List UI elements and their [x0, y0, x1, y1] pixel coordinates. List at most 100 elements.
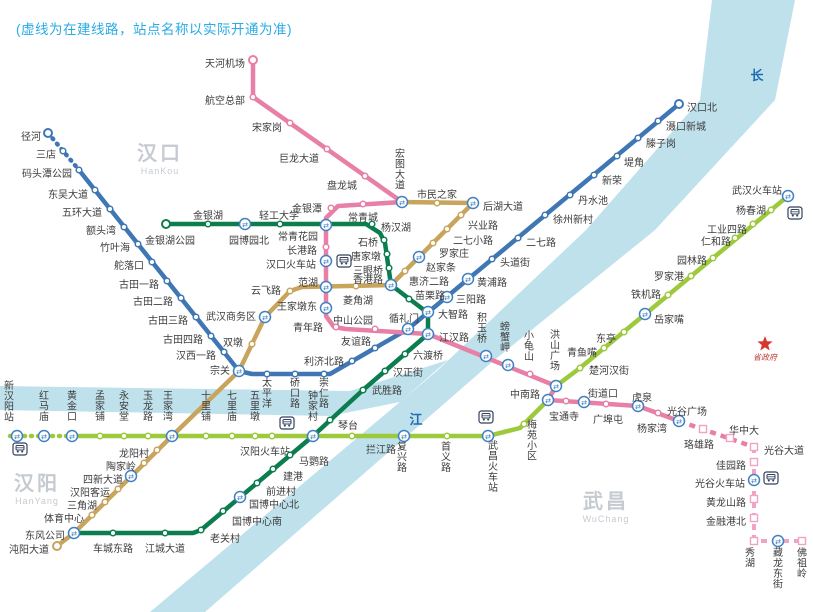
station-三眼桥[interactable]: 三眼桥 [353, 264, 393, 277]
station-杨家湾[interactable]: 杨家湾 [637, 409, 667, 435]
station-中南路[interactable]: ⇄中南路 [510, 388, 555, 407]
station-利济北路[interactable]: 利济北路 [304, 355, 356, 368]
station-新汉阳站[interactable]: ⇄新汉阳站 [4, 379, 24, 443]
station-汉西一路[interactable]: 汉西一路 [176, 348, 228, 362]
station-市民之家[interactable]: 市民之家 [417, 188, 457, 207]
station-唐家墩[interactable]: 唐家墩 [351, 250, 391, 263]
station-宋家岗[interactable]: 宋家岗 [252, 119, 294, 134]
station-仁和路[interactable]: 仁和路 [701, 234, 739, 248]
station-石桥[interactable]: 石桥 [358, 236, 388, 249]
station-钟家村[interactable]: ⇄钟家村 [306, 389, 320, 443]
station-首义路[interactable]: 首义路 [441, 432, 451, 474]
station-三角湖[interactable]: 三角湖 [67, 498, 109, 512]
station-额头湾[interactable]: 额头湾 [86, 223, 128, 237]
station-青鱼嘴[interactable]: 青鱼嘴 [567, 344, 608, 359]
station-藏龙东街[interactable]: ⇄藏龙东街 [771, 534, 785, 591]
station-老关村[interactable]: 老关村 [197, 526, 240, 545]
station-龙阳村[interactable]: 龙阳村 [119, 446, 161, 460]
station-汉阳火车站[interactable]: 汉阳火车站 [240, 432, 290, 458]
station-常青花园[interactable]: ⇄常青花园 [278, 218, 333, 244]
station-硚口路[interactable]: 硚口路 [290, 370, 300, 410]
station-古田一路[interactable]: 古田一路 [119, 277, 171, 291]
station-复兴路[interactable]: ⇄复兴路 [397, 429, 411, 475]
station-王家墩东[interactable]: ⇄王家墩东 [277, 300, 333, 315]
station-苗栗路[interactable]: 苗栗路 [405, 289, 445, 303]
station-东亭[interactable]: 东亭 [596, 328, 628, 345]
station-丹水池[interactable]: 丹水池 [566, 191, 608, 207]
station-赵家条[interactable]: ⇄赵家条 [412, 250, 457, 275]
station-光谷大道[interactable]: 光谷大道 [749, 442, 805, 458]
station-杨春湖[interactable]: 杨春湖 [736, 204, 775, 217]
station-小龟山[interactable]: 小龟山 [524, 330, 534, 378]
station-园林路[interactable]: 园林路 [677, 254, 717, 267]
station-金银湖[interactable]: 金银湖 [193, 209, 223, 228]
station-广埠屯[interactable]: 广埠屯 [593, 400, 623, 426]
station-金融港北[interactable]: 金融港北 [706, 513, 759, 529]
station-洪山广场[interactable]: ⇄洪山广场 [549, 329, 563, 393]
station-铁机路[interactable]: 铁机路 [631, 288, 672, 301]
station-秀湖[interactable]: 秀湖 [745, 536, 759, 570]
station-范湖[interactable]: ⇄范湖 [298, 276, 333, 294]
station-黄龙山路[interactable]: 黄龙山路 [706, 494, 759, 510]
station-虎泉[interactable]: ⇄虎泉 [631, 391, 652, 413]
station-武昌火车站[interactable]: ⇄武昌火车站 [481, 429, 499, 495]
station-五环大道[interactable]: 五环大道 [62, 205, 114, 219]
station-岳家嘴[interactable]: ⇄岳家嘴 [638, 307, 685, 327]
station-汉阳客运[interactable]: 汉阳客运 [70, 485, 122, 499]
station-常青城[interactable]: 常青城 [348, 200, 378, 224]
station-三阳路[interactable]: ⇄三阳路 [440, 290, 487, 307]
station-江城大道[interactable]: 江城大道 [145, 529, 185, 555]
station-罗家港[interactable]: 罗家港 [654, 270, 695, 283]
station-循礼门[interactable]: ⇄循礼门 [389, 312, 419, 336]
station-古田二路[interactable]: 古田二路 [133, 294, 185, 308]
station-惠济二路[interactable]: 惠济二路 [401, 267, 449, 288]
station-十里铺[interactable]: 十里铺 [201, 389, 211, 440]
station-街道口[interactable]: ⇄街道口 [577, 387, 619, 409]
station-中山公园[interactable]: 中山公园 [333, 314, 379, 333]
station-珞雄路[interactable]: 珞雄路 [684, 424, 714, 452]
station-罗家庄[interactable]: 罗家庄 [429, 239, 469, 260]
station-径河[interactable]: 径河 [21, 128, 53, 143]
station-二七路[interactable]: 二七路 [514, 234, 556, 249]
station-宝通寺[interactable]: 宝通寺 [549, 397, 579, 423]
station-古田三路[interactable]: 古田三路 [148, 313, 200, 327]
station-汉口北[interactable]: 汉口北 [674, 99, 717, 114]
station-车城东路[interactable]: 车城东路 [93, 529, 133, 555]
station-前进村[interactable]: 前进村 [253, 479, 296, 498]
station-建港[interactable]: 建港 [269, 465, 303, 483]
station-码头潭公园[interactable]: 码头潭公园 [22, 166, 83, 180]
station-汉口火车站[interactable]: ⇄汉口火车站 [266, 254, 333, 272]
station-光谷火车站[interactable]: ⇄光谷火车站 [695, 473, 761, 491]
station-陶家岭[interactable]: 陶家岭 [106, 459, 148, 473]
station-航空总部[interactable]: 航空总部 [205, 93, 257, 107]
station-巨龙大道[interactable]: 巨龙大道 [279, 145, 331, 165]
station-徐州新村[interactable]: 徐州新村 [541, 211, 593, 226]
station-滕子岗[interactable]: 滕子岗 [634, 134, 676, 150]
station-金银潭[interactable]: 金银潭 [292, 202, 335, 215]
station-武胜路[interactable]: 武胜路 [359, 384, 402, 397]
station-武汉火车站[interactable]: ⇄武汉火车站 [732, 184, 795, 203]
station-菱角湖[interactable]: 菱角湖 [343, 282, 373, 307]
station-青年路[interactable]: 青年路 [293, 321, 340, 334]
station-积玉桥[interactable]: ⇄积玉桥 [477, 312, 493, 363]
station-双墩[interactable]: 双墩 [223, 336, 256, 349]
station-工业四路[interactable]: 工业四路 [707, 220, 757, 236]
station-黄金口[interactable]: ⇄黄金口 [65, 389, 79, 443]
station-沌阳大道[interactable]: 沌阳大道 [9, 541, 62, 556]
station-大智路[interactable]: ⇄大智路 [421, 305, 469, 322]
station-三店[interactable]: 三店 [36, 147, 67, 161]
station-佛祖岭[interactable]: 佛祖岭 [797, 536, 807, 581]
station-宗关[interactable]: ⇄宗关 [210, 364, 246, 378]
station-国博中心南[interactable]: 国博中心南 [219, 507, 282, 528]
station-竹叶海[interactable]: 竹叶海 [100, 240, 142, 254]
station-螃蟹岬[interactable]: ⇄螃蟹岬 [500, 320, 515, 372]
station-堤角[interactable]: 堤角 [613, 152, 644, 169]
station-长港路[interactable]: 长港路 [287, 243, 330, 257]
station-武汉商务区[interactable]: ⇄武汉商务区 [206, 310, 272, 324]
station-二七小路[interactable]: 二七小路 [443, 225, 493, 247]
station-古田四路[interactable]: 古田四路 [163, 332, 215, 346]
station-马鹦路[interactable]: 马鹦路 [286, 451, 329, 468]
station-天河机场[interactable]: 天河机场 [205, 55, 258, 70]
station-盘龙城[interactable]: 盘龙城 [327, 172, 369, 192]
station-六渡桥[interactable]: 六渡桥 [401, 349, 443, 362]
